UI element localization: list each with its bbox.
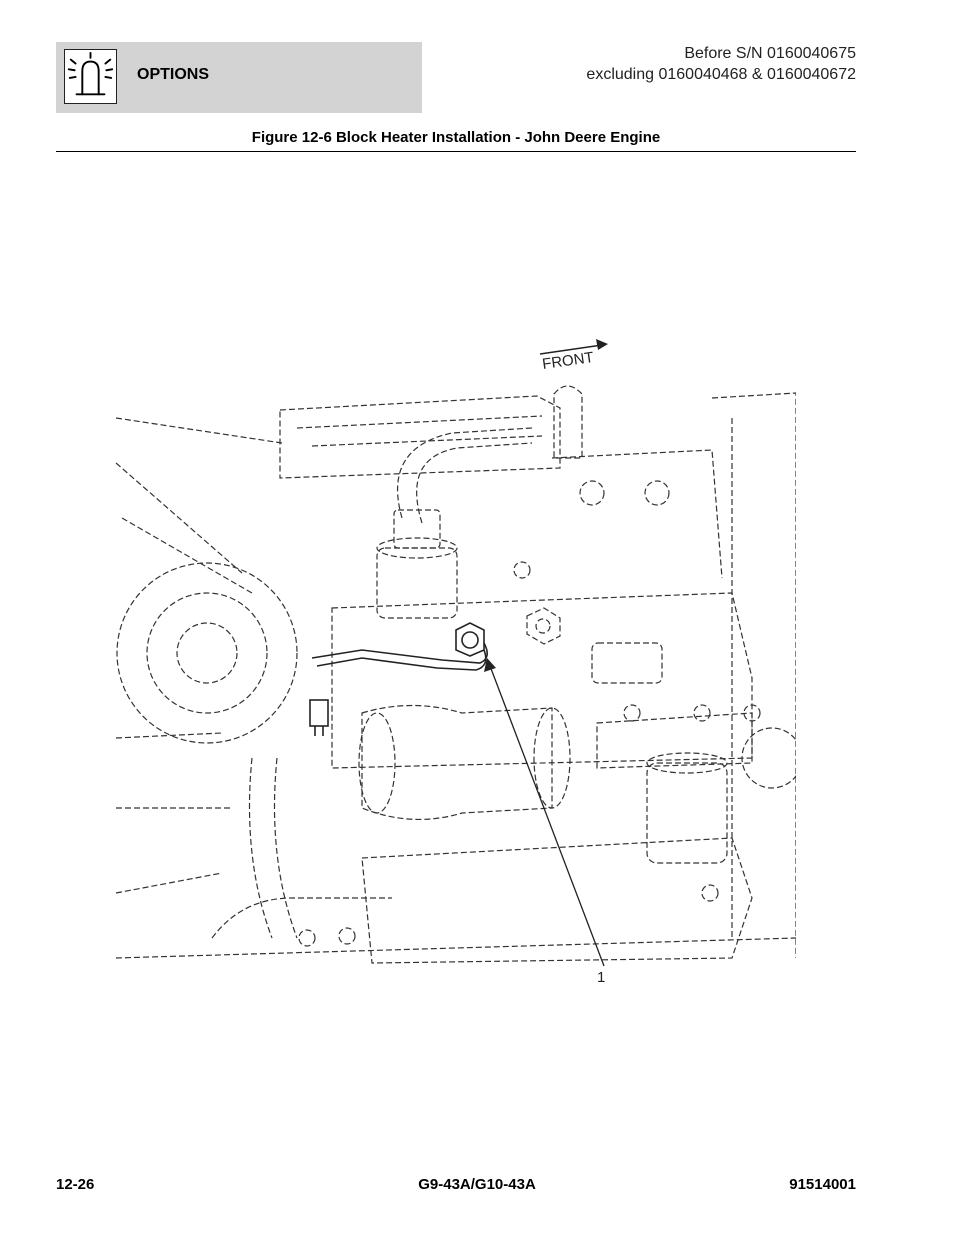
callout-1: 1 (484, 658, 605, 986)
engine-illustration: FRONT (112, 338, 796, 988)
figure-caption: Figure 12-6 Block Heater Installation - … (251, 129, 661, 146)
serial-line-1: Before S/N 0160040675 (684, 45, 856, 62)
callout-label: 1 (597, 969, 605, 986)
block-heater (309, 622, 488, 736)
model-number: G9-43A/G10-43A (418, 1176, 536, 1193)
engine-drawing (115, 385, 796, 964)
section-title: OPTIONS (137, 66, 210, 83)
front-arrow: FRONT (539, 339, 608, 373)
caption-rule (56, 151, 856, 152)
document-number: 91514001 (789, 1176, 856, 1193)
section-header: OPTIONS (56, 42, 422, 113)
serial-note: Before S/N 0160040675 excluding 01600404… (586, 43, 856, 85)
serial-line-2: excluding 0160040468 & 0160040672 (586, 66, 856, 83)
page-number: 12-26 (56, 1176, 95, 1193)
beacon-light-icon (64, 49, 117, 104)
